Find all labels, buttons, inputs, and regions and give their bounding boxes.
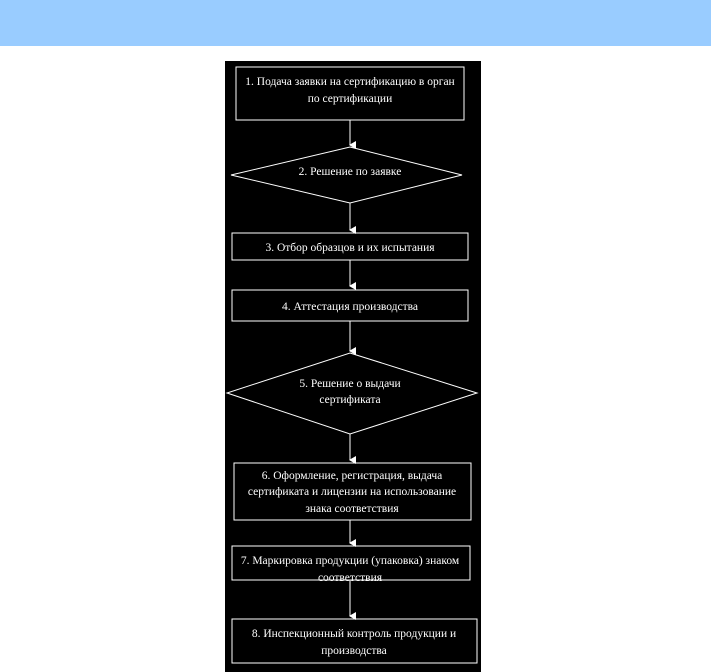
step-4-box [231,289,469,322]
step-8-inspection: 8. Инспекционный контроль продукции и пр… [231,618,478,664]
step-7-line-1: 7. Маркировка продукции (упаковка) знако… [241,555,460,567]
step-2-line-1: 2. Решение по заявке [299,166,402,178]
step-5-line-2: сертификата [319,394,380,406]
step-3-box [231,232,469,261]
step-1-line-2: по сертификации [308,93,393,105]
step-4-line-1: 4. Аттестация производства [282,301,418,313]
step-2-decision: 2. Решение по заявке [230,146,463,204]
step-5-decision: 5. Решение о выдачи сертификата [225,352,479,435]
step-6-line-2: сертификата и лицензии на использование [248,486,456,498]
certification-flowchart: 1. Подача заявки на сертификацию в орган… [225,66,479,664]
step-3-sampling: 3. Отбор образцов и их испытания [231,232,469,261]
header-band [0,0,711,46]
flowchart-panel: 1. Подача заявки на сертификацию в орган… [225,61,481,672]
step-6-line-3: знака соответствия [305,503,399,515]
step-5-diamond [225,352,479,435]
step-7-marking: 7. Маркировка продукции (упаковка) знако… [231,545,471,584]
step-5-line-1: 5. Решение о выдачи [299,378,400,390]
step-1-box [235,66,465,121]
step-2-diamond [230,146,463,204]
step-7-line-2: соответствия [318,572,383,584]
step-1-application: 1. Подача заявки на сертификацию в орган… [235,66,465,121]
step-4-attestation: 4. Аттестация производства [231,289,469,322]
step-3-line-1: 3. Отбор образцов и их испытания [265,242,435,254]
step-8-line-2: производства [321,645,387,657]
step-6-box [233,462,472,521]
step-8-line-1: 8. Инспекционный контроль продукции и [252,628,456,640]
step-7-box [231,545,471,581]
step-8-box [231,618,478,664]
step-1-line-1: 1. Подача заявки на сертификацию в орган [245,76,454,88]
step-6-registration: 6. Оформление, регистрация, выдача серти… [233,462,472,521]
step-6-line-1: 6. Оформление, регистрация, выдача [262,470,443,482]
